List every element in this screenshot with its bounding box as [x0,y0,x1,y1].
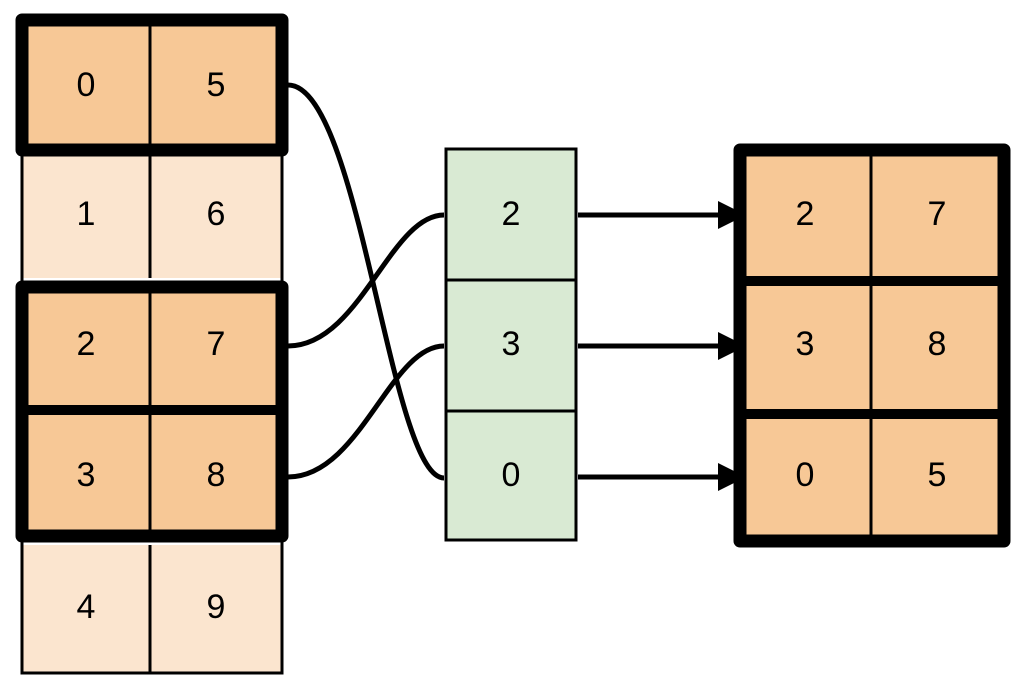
source-cell-value: 1 [77,195,96,233]
source-row-4[interactable]: 4 9 [22,545,282,673]
source-cell-4-1-bg [150,545,282,673]
result-cell-value: 2 [796,195,815,233]
source-cell-value: 5 [207,66,226,104]
result-cell-value: 3 [796,325,815,363]
source-cell-value: 9 [207,588,226,626]
result-cell-value: 0 [796,456,815,494]
result-arrows [578,201,746,491]
source-cell-value: 8 [207,456,226,494]
source-cell-value: 6 [207,195,226,233]
result-cell-0-0-bg [740,150,870,280]
connector-curves [287,82,445,481]
source-cell-1-0-bg [22,152,150,278]
connector-row2-to-index2 [287,212,445,349]
source-row-0[interactable]: 0 5 [22,20,282,150]
index-cell-value: 3 [502,325,521,363]
result-cell-1-0-bg [740,282,870,413]
source-cell-3-1-bg [150,415,282,536]
source-row-1[interactable]: 1 6 [22,152,282,278]
result-cell-2-1-bg [872,415,1004,541]
result-cell-value: 5 [928,456,947,494]
arrow-head-icon [718,201,746,229]
source-cell-value: 2 [77,325,96,363]
connector-row3-to-index3 [287,343,445,480]
index-cell-1[interactable] [444,278,578,413]
source-cell-value: 7 [207,325,226,363]
source-cell-3-0-bg [22,415,150,536]
result-table: 2 7 3 8 0 5 [733,143,1011,548]
source-cell-2-0-bg [22,287,150,405]
result-cell-value: 7 [928,195,947,233]
result-cell-value: 8 [928,325,947,363]
source-cell-4-0-bg [22,545,150,673]
index-cell-value: 2 [502,195,521,233]
arrow-head-icon [718,332,746,360]
source-cell-value: 0 [77,66,96,104]
index-cell-2[interactable] [444,409,578,542]
index-cell-value: 0 [502,456,521,494]
source-cell-value: 3 [77,456,96,494]
source-cell-0-1-bg [150,20,282,150]
index-column: 2 3 0 [444,147,578,542]
source-cell-value: 4 [77,588,96,626]
source-cell-1-1-bg [150,152,282,278]
result-cell-0-1-bg [872,150,1004,280]
source-cell-0-0-bg [22,20,150,150]
source-cell-2-1-bg [150,287,282,405]
index-cell-0[interactable] [444,147,578,282]
source-table: 0 5 1 6 2 7 [15,13,289,675]
result-cell-2-0-bg [740,415,870,541]
arrow-head-icon [718,463,746,491]
source-row-2[interactable]: 2 7 [22,287,282,405]
result-cell-1-1-bg [872,282,1004,413]
source-row-3[interactable]: 3 8 [22,415,282,536]
source-row-0-highlight-outline [15,13,289,157]
